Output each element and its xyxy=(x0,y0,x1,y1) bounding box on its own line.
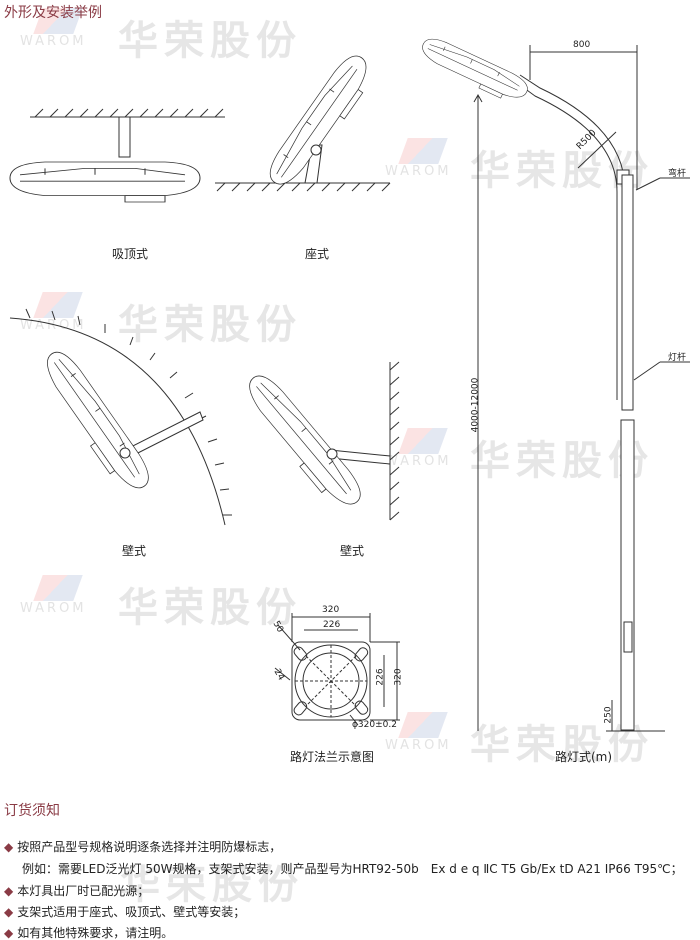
watermark-logo: WAROM xyxy=(20,8,87,49)
seat-mount-label: 座式 xyxy=(305,247,330,261)
street-light-pole-drawing xyxy=(416,33,690,732)
order-item: ◆按照产品型号规格说明逐条选择并注明防爆标志， xyxy=(4,840,282,854)
arm-label: 弯杆 xyxy=(668,169,687,179)
watermark-text: 华荣股份 xyxy=(118,18,302,64)
bullet-icon: ◆ xyxy=(4,884,14,898)
flange-caption: 路灯法兰示意图 xyxy=(290,750,375,764)
order-item: ◆支架式适用于座式、吸顶式、壁式等安装； xyxy=(4,905,246,919)
flange-dim: 226 xyxy=(323,620,341,630)
flange-dim: ϕ320±0.2 xyxy=(352,720,397,730)
order-item: ◆本灯具出厂时已配光源； xyxy=(4,884,150,898)
pole-dim: 4000-12000 xyxy=(470,377,481,433)
order-heading: 订货须知 xyxy=(4,803,60,819)
curved-wall-drawing xyxy=(9,308,232,526)
pole-dim: 250 xyxy=(603,706,614,724)
flange-dim: 226 xyxy=(375,668,386,686)
ceiling-mount-label: 吸顶式 xyxy=(112,247,149,261)
watermark-logo: WAROM xyxy=(20,575,87,616)
watermark-text: 华荣股份 xyxy=(120,862,304,908)
watermark-logo: WAROM xyxy=(385,712,452,753)
pole-caption: 路灯式(m) xyxy=(555,750,613,764)
watermark-text: 华荣股份 xyxy=(470,438,654,484)
watermark-logo: WAROM xyxy=(20,292,87,333)
flange-dim: 320 xyxy=(393,668,404,686)
flange-dim: 320 xyxy=(322,605,340,615)
flat-wall-mount-label: 壁式 xyxy=(340,544,365,558)
pole-label: 灯杆 xyxy=(668,353,687,363)
flange-drawing xyxy=(274,613,400,726)
seat-mount-drawing xyxy=(215,49,391,195)
pole-dim: 800 xyxy=(573,40,591,50)
ceiling-mount-drawing xyxy=(9,108,225,203)
order-example: 例如：需要LED泛光灯 50W规格，支架式安装，则产品型号为HRT92-50b … xyxy=(22,862,683,876)
watermark-logo: WAROM xyxy=(385,428,452,469)
curved-wall-mount-label: 壁式 xyxy=(122,544,147,558)
watermark-text: 华荣股份 xyxy=(118,585,302,631)
bullet-icon: ◆ xyxy=(4,926,14,940)
section-title: 外形及安装举例 xyxy=(4,5,102,21)
order-item: ◆如有其他特殊要求，请注明。 xyxy=(4,926,174,940)
bullet-icon: ◆ xyxy=(4,905,14,919)
watermark-text: 华荣股份 xyxy=(118,302,302,348)
installation-drawings xyxy=(9,33,690,732)
watermark-logo: WAROM xyxy=(385,138,452,179)
bullet-icon: ◆ xyxy=(4,840,14,854)
flat-wall-drawing xyxy=(236,361,400,521)
watermark-text: 华荣股份 xyxy=(470,722,654,768)
